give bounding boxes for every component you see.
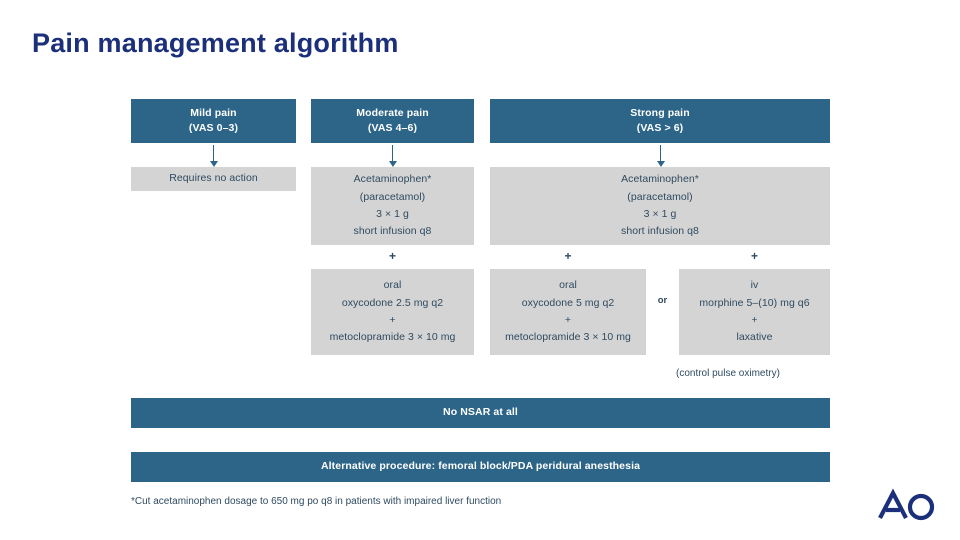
banner-alternative-procedure: Alternative procedure: femoral block/PDA…: [131, 452, 830, 482]
moderate-primary-line-1: Acetaminophen*: [353, 173, 432, 186]
arrow-shaft: [392, 145, 393, 161]
treatment-box-moderate-secondary: oral oxycodone 2.5 mg q2 + metoclopramid…: [311, 269, 474, 355]
connector-or-strong: or: [657, 295, 668, 306]
header-box-moderate-pain: Moderate pain (VAS 4–6): [311, 99, 474, 143]
arrow-head: [388, 161, 397, 167]
connector-plus-strong-left: +: [564, 249, 572, 263]
header-strong-line2: (VAS > 6): [636, 122, 684, 134]
strong-oral-line-1: oral: [559, 279, 577, 292]
arrow-shaft: [660, 145, 661, 161]
connector-plus-moderate: +: [388, 249, 396, 263]
banner-no-nsar-label: No NSAR at all: [443, 406, 518, 419]
moderate-secondary-line-3: +: [389, 314, 396, 326]
header-moderate-line2: (VAS 4–6): [367, 122, 418, 134]
strong-oral-line-4: metoclopramide 3 × 10 mg: [505, 331, 631, 344]
strong-primary-line-1: Acetaminophen*: [621, 173, 699, 186]
treatment-box-strong-primary: Acetaminophen* (paracetamol) 3 × 1 g sho…: [490, 167, 830, 245]
arrow-mild-to-action: [209, 145, 218, 167]
header-box-mild-pain: Mild pain (VAS 0–3): [131, 99, 296, 143]
moderate-primary-line-3: 3 × 1 g: [376, 208, 409, 220]
banner-alternative-procedure-label: Alternative procedure: femoral block/PDA…: [320, 460, 641, 473]
moderate-primary-line-4: short infusion q8: [353, 225, 432, 238]
mild-primary-line-1: Requires no action: [169, 172, 258, 185]
strong-iv-line-2: morphine 5–(10) mg q6: [699, 296, 810, 309]
strong-primary-line-2: (paracetamol): [627, 190, 693, 203]
treatment-box-mild-primary: Requires no action: [131, 167, 296, 191]
strong-iv-line-1: iv: [750, 279, 759, 292]
moderate-secondary-line-4: metoclopramide 3 × 10 mg: [329, 331, 456, 344]
treatment-box-strong-secondary-iv: iv morphine 5–(10) mg q6 + laxative: [679, 269, 830, 355]
treatment-box-strong-secondary-oral: oral oxycodone 5 mg q2 + metoclopramide …: [490, 269, 646, 355]
strong-iv-line-4: laxative: [736, 331, 773, 344]
header-box-strong-pain: Strong pain (VAS > 6): [490, 99, 830, 143]
strong-oral-line-3: +: [564, 314, 572, 326]
header-mild-line2: (VAS 0–3): [188, 122, 239, 134]
strong-iv-line-3: +: [751, 314, 758, 326]
strong-oral-line-2: oxycodone 5 mg q2: [521, 296, 615, 309]
footnote-liver-function: *Cut acetaminophen dosage to 650 mg po q…: [131, 496, 502, 507]
arrow-strong-to-acetaminophen: [656, 145, 665, 167]
moderate-secondary-line-1: oral: [383, 279, 402, 292]
strong-primary-line-4: short infusion q8: [621, 225, 699, 238]
pulse-oximetry-note: (control pulse oximetry): [676, 368, 780, 379]
arrow-moderate-to-acetaminophen: [388, 145, 397, 167]
strong-primary-line-3: 3 × 1 g: [643, 208, 677, 220]
header-moderate-line1: Moderate pain: [356, 106, 429, 119]
moderate-primary-line-2: (paracetamol): [359, 190, 426, 203]
connector-plus-strong-right: +: [750, 249, 758, 263]
arrow-head: [209, 161, 218, 167]
treatment-box-moderate-primary: Acetaminophen* (paracetamol) 3 × 1 g sho…: [311, 167, 474, 245]
arrow-head: [656, 161, 665, 167]
page-title: Pain management algorithm: [32, 28, 399, 58]
header-mild-line1: Mild pain: [190, 106, 237, 119]
ao-logo: [878, 488, 940, 522]
moderate-secondary-line-2: oxycodone 2.5 mg q2: [341, 296, 444, 309]
banner-no-nsar: No NSAR at all: [131, 398, 830, 428]
arrow-shaft: [213, 145, 214, 161]
header-strong-line1: Strong pain: [630, 106, 690, 119]
